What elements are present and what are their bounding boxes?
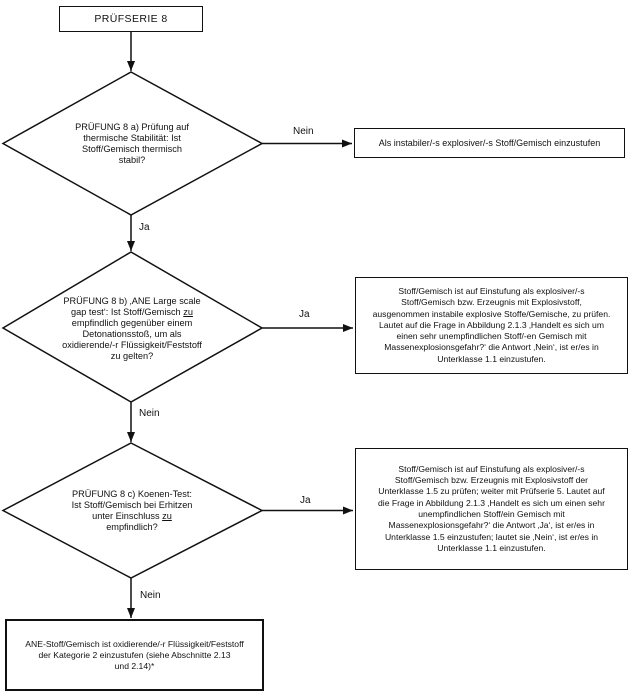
branch-label-8a-ja: Ja (139, 222, 150, 233)
decision-diamond-8a (1, 71, 264, 216)
decision-8b-question: PRÜFUNG 8 b) ‚ANE Large scale gap test‘:… (62, 296, 202, 362)
decision-diamond-8c (1, 442, 264, 579)
result-unstable-text: Als instabiler/-s explosiver/-s Stoff/Ge… (378, 137, 601, 148)
result-subclass-1-1-text: Stoff/Gemisch ist auf Einstufung als exp… (372, 285, 611, 364)
decision-8a-text: PRÜFUNG 8 a) Prüfung auf thermische Stab… (32, 105, 232, 183)
branch-label-8c-nein: Nein (140, 590, 161, 601)
decision-8c-text: PRÜFUNG 8 c) Koenen-Test: Ist Stoff/Gemi… (22, 483, 242, 539)
result-ane-category-2-text: ANE-Stoff/Gemisch ist oxidierende/-r Flü… (25, 638, 244, 671)
decision-8c-question: PRÜFUNG 8 c) Koenen-Test: Ist Stoff/Gemi… (72, 489, 193, 533)
decision-8c-question-part1: PRÜFUNG 8 c) Koenen-Test: Ist Stoff/Gemi… (71, 489, 193, 521)
node-pruefserie-8-title: PRÜFSERIE 8 (59, 6, 203, 32)
decision-diamond-8b (1, 251, 264, 403)
decision-8c-question-part2: empfindlich? (106, 522, 158, 532)
branch-label-8c-ja: Ja (300, 495, 311, 506)
decision-8b-emphasized-word: zu (183, 307, 193, 317)
node-result-ane-category-2: ANE-Stoff/Gemisch ist oxidierende/-r Flü… (5, 619, 264, 691)
decision-8b-question-part1: PRÜFUNG 8 b) ‚ANE Large scale gap test‘:… (63, 296, 201, 317)
pruefserie-8-title-label: PRÜFSERIE 8 (94, 13, 168, 25)
branch-label-8a-nein: Nein (293, 126, 314, 137)
decision-8a-question: PRÜFUNG 8 a) Prüfung auf thermische Stab… (75, 122, 189, 165)
result-subclass-1-5-text: Stoff/Gemisch ist auf Einstufung als exp… (378, 463, 605, 553)
node-result-subclass-1-1: Stoff/Gemisch ist auf Einstufung als exp… (355, 277, 628, 374)
decision-8b-text: PRÜFUNG 8 b) ‚ANE Large scale gap test‘:… (12, 290, 252, 368)
node-result-subclass-1-5: Stoff/Gemisch ist auf Einstufung als exp… (355, 448, 628, 570)
node-result-unstable-explosive: Als instabiler/-s explosiver/-s Stoff/Ge… (354, 128, 625, 158)
decision-8c-emphasized-word: zu (162, 511, 172, 521)
branch-label-8b-ja: Ja (299, 309, 310, 320)
branch-label-8b-nein: Nein (139, 408, 160, 419)
decision-8b-question-part2: empfindlich gegenüber einem Detonationss… (62, 318, 202, 361)
